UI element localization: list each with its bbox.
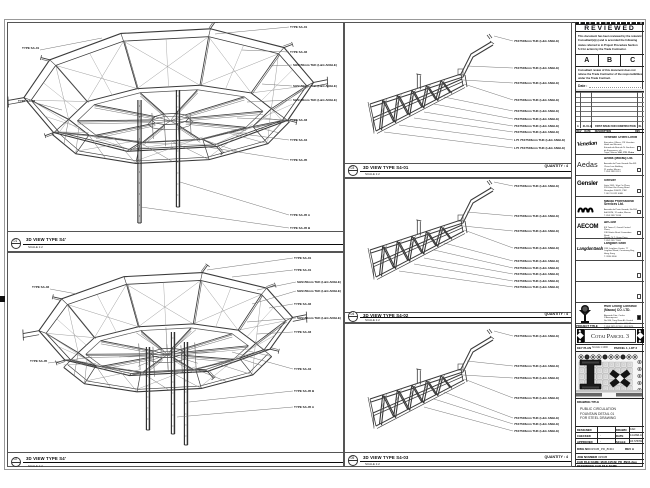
svg-text:75X75X6mm THK (L&G ANGLE): 75X75X6mm THK (L&G ANGLE): [514, 429, 559, 433]
svg-text:75X75X6mm THK (L&G ANGLE): 75X75X6mm THK (L&G ANGLE): [514, 117, 559, 121]
svg-text:L75 75X75X6mm THK (L&G ANGLE): L75 75X75X6mm THK (L&G ANGLE): [514, 138, 565, 142]
svg-text:75X75X6mm THK (L&G ANGLE): 75X75X6mm THK (L&G ANGLE): [514, 285, 559, 289]
svg-text:75X75X6mm THK (L&G ANGLE): 75X75X6mm THK (L&G ANGLE): [514, 184, 559, 188]
svg-text:TYPE SA-05 B: TYPE SA-05 B: [290, 226, 311, 230]
svg-text:TYPE SA-01: TYPE SA-01: [290, 25, 308, 29]
svg-text:75X75X6mm THK (L&G ANGLE): 75X75X6mm THK (L&G ANGLE): [514, 422, 559, 426]
svg-text:TYPE SA-05 A: TYPE SA-05 A: [290, 213, 311, 217]
svg-text:TYPE SA-02: TYPE SA-02: [290, 50, 308, 54]
svg-text:75X75X6mm THK (L&G ANGLE): 75X75X6mm THK (L&G ANGLE): [514, 81, 559, 85]
svg-text:TYPE SA-05: TYPE SA-05: [290, 158, 308, 162]
svg-text:75X75X6mm THK (L&G ANGLE): 75X75X6mm THK (L&G ANGLE): [514, 334, 559, 338]
svg-text:SHS150mm THK (L&G ANGLE): SHS150mm THK (L&G ANGLE): [293, 63, 337, 67]
svg-text:TYPE SA-02: TYPE SA-02: [294, 302, 312, 306]
svg-text:75X75X6mm THK (L&G ANGLE): 75X75X6mm THK (L&G ANGLE): [514, 364, 559, 368]
svg-text:75X75X6mm THK (L&G ANGLE): 75X75X6mm THK (L&G ANGLE): [514, 272, 559, 276]
svg-text:75X75X6mm THK (L&G ANGLE): 75X75X6mm THK (L&G ANGLE): [514, 396, 559, 400]
svg-text:TYPE SA-02: TYPE SA-02: [32, 285, 50, 289]
svg-text:75X75X6mm THK (L&G ANGLE): 75X75X6mm THK (L&G ANGLE): [514, 279, 559, 283]
svg-text:75X75X6mm THK (L&G ANGLE): 75X75X6mm THK (L&G ANGLE): [514, 416, 559, 420]
svg-text:75X75X6mm THK (L&G ANGLE): 75X75X6mm THK (L&G ANGLE): [514, 266, 559, 270]
svg-text:TYPE SA-03: TYPE SA-03: [290, 118, 308, 122]
svg-text:75X75X6mm THK (L&G ANGLE): 75X75X6mm THK (L&G ANGLE): [514, 246, 559, 250]
svg-text:75X75X6mm THK (L&G ANGLE): 75X75X6mm THK (L&G ANGLE): [514, 214, 559, 218]
svg-text:L75 75X75X6mm THK (L&G ANGLE): L75 75X75X6mm THK (L&G ANGLE): [514, 146, 565, 150]
svg-text:TYPE SA-05: TYPE SA-05: [30, 359, 48, 363]
svg-text:TYPE SA-01: TYPE SA-01: [294, 256, 312, 260]
svg-text:75X75X6mm THK (L&G ANGLE): 75X75X6mm THK (L&G ANGLE): [514, 124, 559, 128]
svg-text:75X75X6mm THK (L&G ANGLE): 75X75X6mm THK (L&G ANGLE): [514, 39, 559, 43]
svg-text:SHS150mm THK (L&G ANGLE): SHS150mm THK (L&G ANGLE): [297, 289, 341, 293]
svg-text:SHS150mm THK (L&G ANGLE): SHS150mm THK (L&G ANGLE): [293, 84, 337, 88]
svg-text:TYPE SA-05 A: TYPE SA-05 A: [294, 405, 315, 409]
svg-text:TYPE SA-05 B: TYPE SA-05 B: [294, 389, 315, 393]
svg-text:75X75X6mm THK (L&G ANGLE): 75X75X6mm THK (L&G ANGLE): [514, 130, 559, 134]
svg-text:TYPE SA-02: TYPE SA-02: [18, 99, 36, 103]
svg-text:SHS150mm THK (L&G ANGLE): SHS150mm THK (L&G ANGLE): [297, 316, 341, 320]
svg-text:75X75X6mm THK (L&G ANGLE): 75X75X6mm THK (L&G ANGLE): [514, 66, 559, 70]
svg-text:75X75X6mm THK (L&G ANGLE): 75X75X6mm THK (L&G ANGLE): [514, 98, 559, 102]
svg-text:75X75X6mm THK (L&G ANGLE): 75X75X6mm THK (L&G ANGLE): [514, 109, 559, 113]
svg-text:75X75X6mm THK (L&G ANGLE): 75X75X6mm THK (L&G ANGLE): [514, 259, 559, 263]
svg-text:SHS150mm THK (L&G ANGLE): SHS150mm THK (L&G ANGLE): [293, 98, 337, 102]
svg-text:75X75X6mm THK (L&G ANGLE): 75X75X6mm THK (L&G ANGLE): [514, 376, 559, 380]
svg-text:75X75X6mm THK (L&G ANGLE): 75X75X6mm THK (L&G ANGLE): [514, 229, 559, 233]
svg-text:TYPE SA-04: TYPE SA-04: [290, 138, 308, 142]
svg-text:SHS150mm THK (L&G ANGLE): SHS150mm THK (L&G ANGLE): [297, 280, 341, 284]
svg-text:TYPE SA-04: TYPE SA-04: [294, 367, 312, 371]
svg-text:TYPE SA-01: TYPE SA-01: [22, 46, 40, 50]
svg-text:TYPE SA-01: TYPE SA-01: [294, 268, 312, 272]
svg-text:TYPE SA-03: TYPE SA-03: [294, 330, 312, 334]
